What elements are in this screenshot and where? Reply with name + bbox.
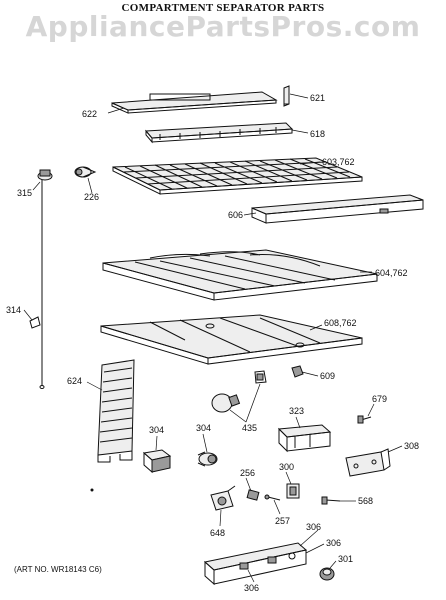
part-648-thermostat [210,485,236,511]
part-256-switch [246,489,260,501]
part-603-grid-shelf [112,157,363,195]
part-618-bracket [144,122,294,144]
part-624-duct [97,359,135,463]
callout-679: 679 [372,394,387,404]
part-323-housing [277,424,332,453]
part-306-housing [203,542,308,586]
callout-609: 609 [320,371,335,381]
callout-306-c: 306 [244,583,259,593]
callout-622: 622 [82,109,97,119]
callout-608-762: 608,762 [324,318,357,328]
callout-435: 435 [242,423,257,433]
callout-301: 301 [338,554,353,564]
callout-300: 300 [279,462,294,472]
callout-306-a: 306 [306,522,321,532]
part-622-cover [111,91,278,114]
callout-314: 314 [6,305,21,315]
callout-621: 621 [310,93,325,103]
part-257-screw [264,494,281,501]
part-604-tray [102,249,378,301]
part-621-clip [283,85,290,107]
callout-256: 256 [240,468,255,478]
watermark: AppliancePartsPros.com [25,10,421,43]
art-number: (ART NO. WR18143 C6) [14,565,102,574]
callout-315: 315 [17,188,32,198]
part-314-pin [29,316,41,329]
part-568-screw [321,496,341,505]
part-226-cam [74,166,97,178]
part-304-knob [197,451,218,467]
diagram-title: COMPARTMENT SEPARATOR PARTS [121,2,325,14]
callout-labels: 622 621 618 603,762 315 226 606 604,762 … [6,93,419,593]
part-608-pan [100,314,363,365]
callout-604-762: 604,762 [375,268,408,278]
callout-306-b: 306 [326,538,341,548]
part-315-rod [37,169,53,389]
callout-308: 308 [404,441,419,451]
callout-323: 323 [289,406,304,416]
callout-257: 257 [275,516,290,526]
stray-dot [90,488,94,492]
callout-648: 648 [210,528,225,538]
part-300-socket [286,483,300,499]
part-301-knob [319,567,335,581]
part-304-block [142,449,172,474]
callout-304-block: 304 [149,425,164,435]
part-679-screw [357,415,372,424]
callout-603-762: 603,762 [322,157,355,167]
part-308-bracket [345,448,391,477]
leader-lines [23,93,403,583]
callout-624: 624 [67,376,82,386]
callout-568: 568 [358,496,373,506]
callout-226: 226 [84,192,99,202]
part-606-trim [251,194,424,224]
callout-606: 606 [228,210,243,220]
part-609-clip [291,365,304,378]
part-435-bulb [211,370,267,413]
callout-304-knob: 304 [196,423,211,433]
callout-618: 618 [310,129,325,139]
